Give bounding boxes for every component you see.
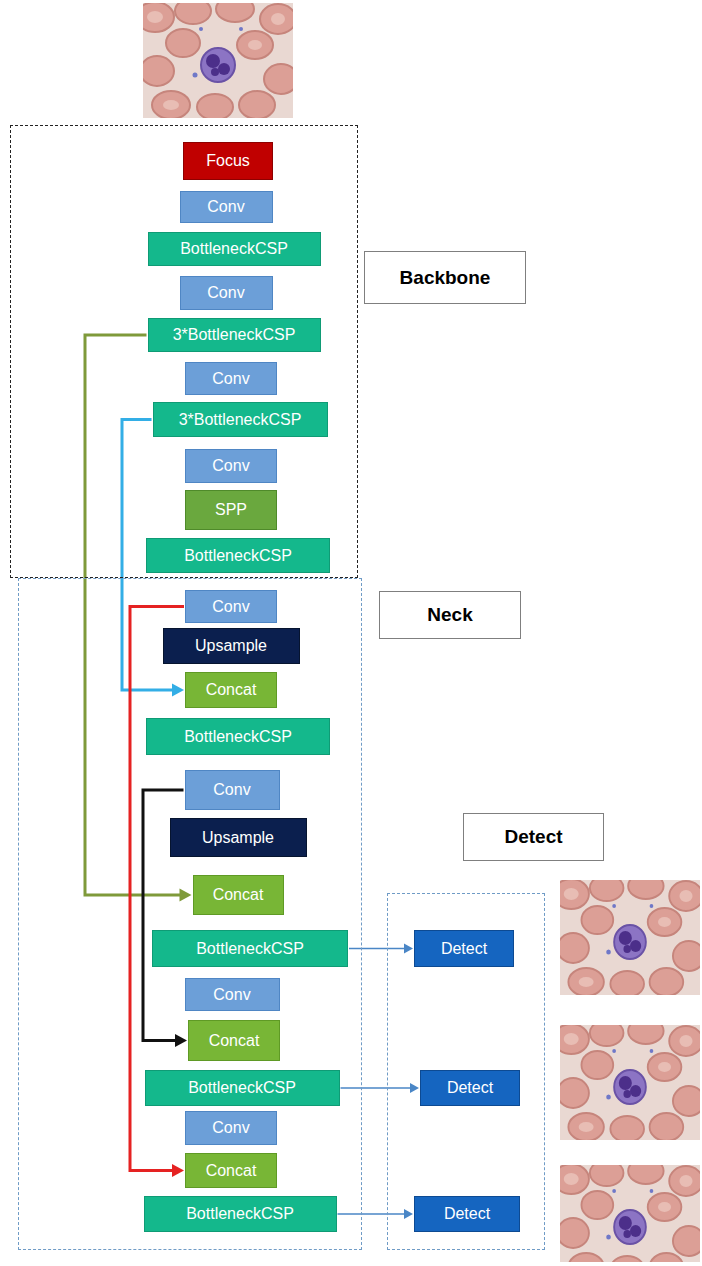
connector bbox=[349, 944, 413, 954]
detect-box: Detect bbox=[414, 1196, 520, 1232]
box-label: Conv bbox=[213, 780, 250, 799]
focus-box: Focus bbox=[183, 142, 273, 180]
neck-region: NeckConvUpsampleConcatBottleneckCSPConvU… bbox=[18, 578, 362, 1250]
box-label: Conv bbox=[212, 369, 249, 388]
blood-smear-input-image bbox=[136, 0, 298, 120]
conv-box: Conv bbox=[185, 770, 280, 810]
box-label: BottleneckCSP bbox=[184, 546, 292, 565]
region-label-box: Backbone bbox=[364, 251, 526, 304]
conv-box: Conv bbox=[185, 449, 277, 483]
concat-box: Concat bbox=[193, 875, 284, 915]
concat-box: Concat bbox=[188, 1020, 280, 1061]
connector bbox=[338, 1209, 414, 1219]
region-label-box: Neck bbox=[379, 591, 521, 639]
bottleneck-csp-box: BottleneckCSP bbox=[145, 1070, 340, 1106]
box-label: Upsample bbox=[195, 636, 267, 655]
connector-line bbox=[338, 1213, 406, 1214]
backbone-region: BackboneFocusConvBottleneckCSPConv3*Bott… bbox=[10, 125, 358, 578]
connector bbox=[341, 1083, 420, 1093]
spp-box: SPP bbox=[185, 490, 277, 530]
connector-line bbox=[341, 1087, 412, 1088]
blood-smear-output-image bbox=[553, 1018, 702, 1142]
blood-smear-output-image bbox=[553, 1158, 702, 1266]
detect-region: DetectDetectDetectDetect bbox=[387, 893, 545, 1250]
blood-smear-output-image bbox=[553, 873, 702, 997]
box-label: SPP bbox=[215, 500, 247, 519]
bottleneck-csp-box: BottleneckCSP bbox=[146, 718, 330, 755]
region-label-box: Detect bbox=[463, 813, 604, 861]
region-label: Neck bbox=[427, 604, 472, 626]
conv-box: Conv bbox=[185, 362, 277, 395]
box-label: BottleneckCSP bbox=[196, 939, 304, 958]
upsample-box: Upsample bbox=[163, 628, 300, 664]
conv-box: Conv bbox=[180, 191, 273, 223]
box-label: Conv bbox=[212, 597, 249, 616]
conv-box: Conv bbox=[185, 1111, 277, 1145]
box-label: Upsample bbox=[202, 828, 274, 847]
box-label: Detect bbox=[447, 1078, 493, 1097]
arrowhead bbox=[172, 683, 184, 696]
detect-box: Detect bbox=[414, 930, 514, 967]
box-label: Conv bbox=[207, 197, 244, 216]
box-label: Concat bbox=[209, 1031, 260, 1050]
bottleneck-csp-box: BottleneckCSP bbox=[152, 930, 348, 967]
arrowhead bbox=[404, 1209, 413, 1219]
arrowhead bbox=[180, 888, 192, 901]
box-label: BottleneckCSP bbox=[186, 1204, 294, 1223]
conv-box: Conv bbox=[185, 978, 280, 1011]
box-label: BottleneckCSP bbox=[188, 1078, 296, 1097]
box-label: Concat bbox=[213, 885, 264, 904]
arrowhead bbox=[410, 1083, 419, 1093]
upsample-box: Upsample bbox=[170, 818, 307, 857]
detect-box: Detect bbox=[420, 1070, 520, 1106]
bottleneck-csp-box: BottleneckCSP bbox=[144, 1196, 337, 1232]
bottleneck-csp-box: 3*BottleneckCSP bbox=[148, 318, 321, 352]
region-label: Backbone bbox=[400, 267, 491, 289]
region-label: Detect bbox=[504, 826, 562, 848]
box-label: Conv bbox=[207, 283, 244, 302]
box-label: 3*BottleneckCSP bbox=[173, 325, 296, 344]
box-label: Conv bbox=[213, 985, 250, 1004]
bottleneck-csp-box: BottleneckCSP bbox=[146, 538, 330, 573]
concat-box: Concat bbox=[185, 1153, 277, 1188]
box-label: Detect bbox=[444, 1204, 490, 1223]
box-label: Conv bbox=[212, 456, 249, 475]
bottleneck-csp-box: 3*BottleneckCSP bbox=[153, 402, 328, 437]
box-label: BottleneckCSP bbox=[180, 239, 288, 258]
conv-box: Conv bbox=[185, 590, 277, 623]
arrowhead bbox=[175, 1034, 187, 1047]
conv-box: Conv bbox=[180, 276, 273, 310]
box-label: Concat bbox=[206, 1161, 257, 1180]
arrowhead bbox=[404, 944, 413, 954]
box-label: Detect bbox=[441, 939, 487, 958]
connector-line bbox=[349, 948, 405, 949]
box-label: 3*BottleneckCSP bbox=[179, 410, 302, 429]
concat-box: Concat bbox=[185, 672, 277, 708]
box-label: Conv bbox=[212, 1118, 249, 1137]
box-label: BottleneckCSP bbox=[184, 727, 292, 746]
box-label: Concat bbox=[206, 680, 257, 699]
box-label: Focus bbox=[206, 151, 250, 170]
bottleneck-csp-box: BottleneckCSP bbox=[148, 232, 321, 266]
arrowhead bbox=[172, 1164, 184, 1177]
